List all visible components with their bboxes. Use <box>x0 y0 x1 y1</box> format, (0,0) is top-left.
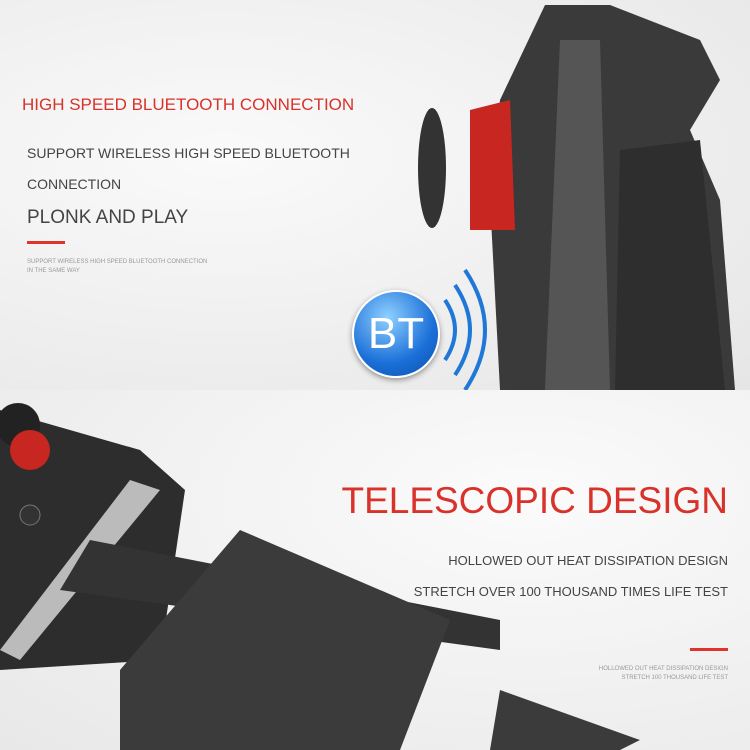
controller-telescopic-image <box>0 403 640 750</box>
fine-print: HOLLOWED OUT HEAT DISSIPATION DESIGN STRE… <box>599 665 728 683</box>
heading: TELESCOPIC DESIGN <box>341 480 728 521</box>
telescopic-panel: TELESCOPIC DESIGN HOLLOWED OUT HEAT DISS… <box>0 390 750 750</box>
fine2: STRETCH 100 THOUSAND LIFE TEST <box>621 675 728 681</box>
fine1: HOLLOWED OUT HEAT DISSIPATION DESIGN <box>598 666 728 672</box>
accent-bar <box>690 648 728 651</box>
fine2: IN THE SAME WAY <box>27 268 80 274</box>
controller-grip-image <box>418 5 735 390</box>
line1: HOLLOWED OUT HEAT DISSIPATION DESIGN <box>448 553 728 568</box>
bluetooth-panel: HIGH SPEED BLUETOOTH CONNECTION SUPPORT … <box>0 0 750 390</box>
signal-waves-icon <box>443 268 487 390</box>
fine1: SUPPORT WIRELESS HIGH SPEED BLUETOOTH CO… <box>27 259 208 265</box>
accent-bar <box>27 241 65 244</box>
line1: SUPPORT WIRELESS HIGH SPEED BLUETOOTH <box>27 145 350 161</box>
heading: HIGH SPEED BLUETOOTH CONNECTION <box>22 95 355 114</box>
line2: STRETCH OVER 100 THOUSAND TIMES LIFE TES… <box>413 584 728 599</box>
fine-print: SUPPORT WIRELESS HIGH SPEED BLUETOOTH CO… <box>27 258 207 276</box>
bluetooth-badge-icon: BT <box>352 290 440 378</box>
line2: CONNECTION <box>27 176 122 192</box>
line3: PLONK AND PLAY <box>27 207 189 228</box>
